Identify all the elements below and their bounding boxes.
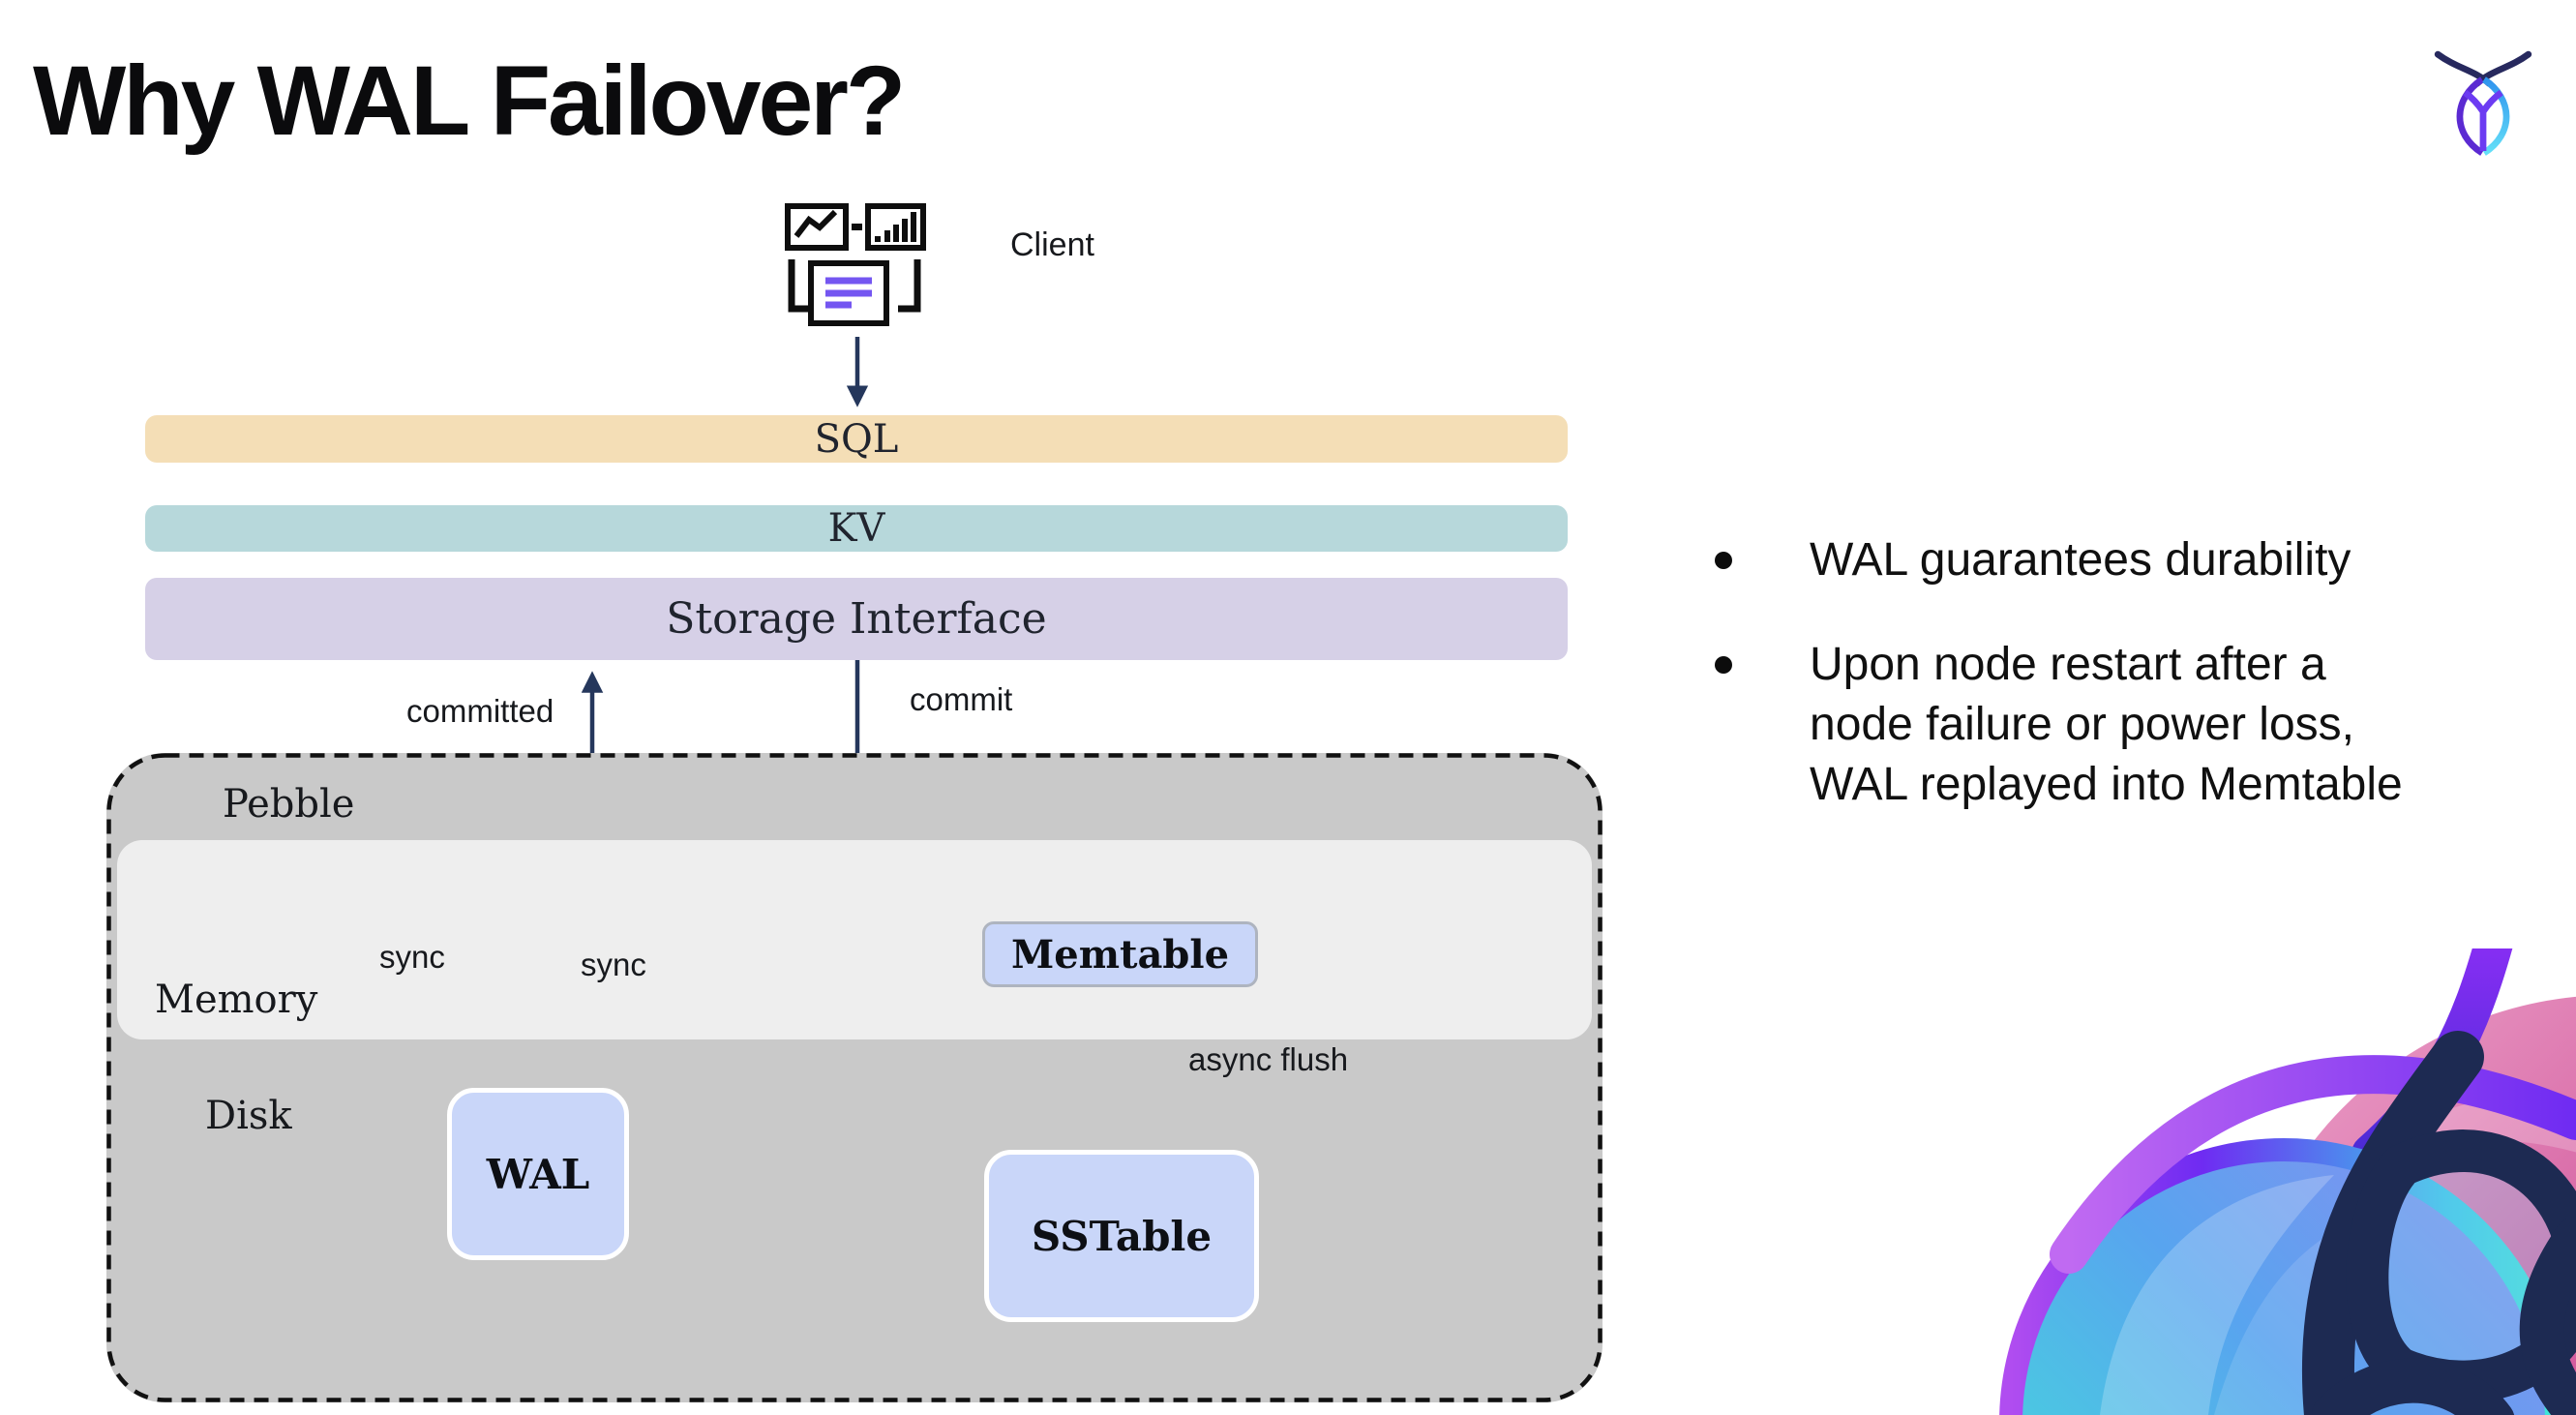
- cockroachdb-brand-art: [1999, 948, 2576, 1415]
- bullet-line: WAL guarantees durability: [1810, 534, 2351, 586]
- layer-bar-kv: KV: [145, 505, 1568, 552]
- memory-label: Memory: [155, 978, 318, 1022]
- edge-label-committed: committed: [406, 693, 554, 729]
- edge-label-commit: commit: [910, 681, 1013, 717]
- cockroachdb-roach-icon: [2434, 50, 2532, 156]
- edge-label-sync-left: sync: [379, 939, 445, 975]
- node-memtable: Memtable: [982, 921, 1258, 987]
- memtable-label: Memtable: [1010, 931, 1230, 978]
- bullet-text: WAL guarantees durability: [1810, 530, 2351, 590]
- antenna-arc-1: [2050, 1055, 2576, 1274]
- bullet-dot: [1715, 552, 1732, 569]
- layer-bar-storage-interface: Storage Interface: [145, 578, 1568, 660]
- node-sstable: SSTable: [984, 1150, 1259, 1322]
- wal-label: WAL: [486, 1150, 590, 1198]
- bullet-dot: [1715, 656, 1732, 674]
- roach-glyph: [2301, 1031, 2576, 1415]
- client-label: Client: [1010, 226, 1094, 263]
- bullet-line: node failure or power loss,: [1810, 699, 2354, 750]
- edge-label-sync-right: sync: [581, 947, 646, 982]
- layer-bar-sql: SQL: [145, 415, 1568, 463]
- node-wal: WAL: [447, 1088, 629, 1260]
- blue-leaf-overlay-1: [2100, 1175, 2334, 1415]
- sstable-label: SSTable: [1031, 1212, 1213, 1260]
- disk-label: Disk: [205, 1094, 292, 1138]
- bullet-list: WAL guarantees durability Upon node rest…: [1715, 530, 2566, 859]
- bullet-item: WAL guarantees durability: [1715, 530, 2566, 590]
- bullet-line: Upon node restart after a: [1810, 639, 2326, 690]
- layer-label-sql: SQL: [814, 416, 899, 462]
- pebble-label: Pebble: [223, 782, 355, 827]
- layer-label-storage-interface: Storage Interface: [666, 594, 1047, 644]
- bullet-text: Upon node restart after a node failure o…: [1810, 635, 2403, 815]
- dash-separator: [852, 224, 862, 230]
- bracket-icons: [788, 259, 921, 313]
- blue-circle: [2009, 1148, 2559, 1415]
- edge-label-async-flush: async flush: [1188, 1041, 1349, 1077]
- memory-band: [117, 840, 1592, 1039]
- bar-chart-icon: [865, 203, 926, 251]
- line-chart-icon: [785, 203, 849, 251]
- bullet-item: Upon node restart after a node failure o…: [1715, 635, 2566, 815]
- layer-label-kv: KV: [827, 506, 885, 551]
- document-icon: [808, 260, 889, 326]
- client-icon: [785, 203, 926, 326]
- bullet-line: WAL replayed into Memtable: [1810, 759, 2403, 810]
- page-title: Why WAL Failover?: [33, 45, 906, 156]
- rim-arc: [1999, 1138, 2568, 1415]
